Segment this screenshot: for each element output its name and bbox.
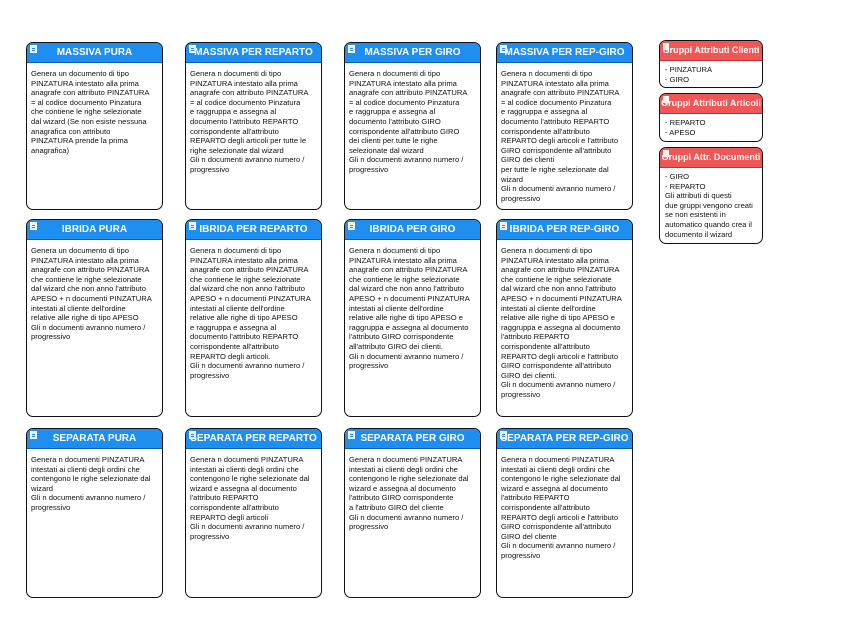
card-title: MASSIVA PER REPARTO bbox=[194, 47, 313, 58]
card-description: Genera n documenti di tipo PINZATURA int… bbox=[501, 69, 620, 203]
card-header: SEPARATA PER GIRO bbox=[345, 429, 480, 449]
card-header: IBRIDA PER GIRO bbox=[345, 220, 480, 240]
card-separata-per-reparto: SEPARATA PER REPARTO Genera n documenti … bbox=[185, 428, 322, 598]
card-massiva-per-giro: MASSIVA PER GIRO Genera n documenti di t… bbox=[344, 42, 481, 210]
group-items: PINZATURA GIRO bbox=[660, 61, 762, 87]
card-ibrida-per-giro: IBRIDA PER GIRO Genera n documenti di ti… bbox=[344, 219, 481, 417]
group-item: REPARTO bbox=[665, 182, 758, 192]
card-header: MASSIVA PURA bbox=[27, 43, 162, 63]
group-attributi-clienti: Gruppi Attributi Clienti PINZATURA GIRO bbox=[659, 40, 763, 88]
group-title: Gruppi Attributi Clienti bbox=[662, 45, 760, 55]
card-ibrida-per-reparto: IBRIDA PER REPARTO Genera n documenti di… bbox=[185, 219, 322, 417]
group-header: Gruppi Attributi Articoli bbox=[660, 94, 762, 114]
group-items: REPARTO APESO bbox=[660, 114, 762, 140]
card-header: IBRIDA PER REPARTO bbox=[186, 220, 321, 240]
card-description: Genera n documenti PINZATURA intestati a… bbox=[501, 455, 621, 560]
card-description: Genera n documenti PINZATURA intestati a… bbox=[349, 455, 469, 532]
document-icon bbox=[30, 222, 37, 230]
group-header: Gruppi Attr. Documenti bbox=[660, 148, 762, 168]
card-description: Genera n documenti di tipo PINZATURA int… bbox=[501, 246, 622, 399]
card-header: SEPARATA PURA bbox=[27, 429, 162, 449]
document-icon bbox=[189, 222, 196, 230]
card-massiva-per-reparto: MASSIVA PER REPARTO Genera n documenti d… bbox=[185, 42, 322, 210]
group-item: GIRO bbox=[665, 172, 758, 182]
card-title: IBRIDA PER GIRO bbox=[369, 224, 456, 235]
card-description: Genera n documenti di tipo PINZATURA int… bbox=[349, 246, 470, 371]
card-title: SEPARATA PER REPARTO bbox=[190, 433, 317, 444]
document-icon bbox=[189, 45, 196, 53]
card-title: MASSIVA PURA bbox=[56, 47, 133, 58]
card-separata-per-rep-giro: SEPARATA PER REP-GIRO Genera n documenti… bbox=[496, 428, 633, 598]
card-header: MASSIVA PER GIRO bbox=[345, 43, 480, 63]
group-item: REPARTO bbox=[665, 118, 758, 128]
document-icon bbox=[30, 431, 37, 439]
card-description: Genera n documenti di tipo PINZATURA int… bbox=[349, 69, 468, 174]
group-attr-documenti: Gruppi Attr. Documenti GIRO REPARTO Gli … bbox=[659, 147, 763, 244]
group-title: Gruppi Attr. Documenti bbox=[661, 152, 761, 162]
card-ibrida-pura: IBRIDA PURA Genera un documento di tipo … bbox=[26, 219, 163, 417]
document-icon bbox=[663, 150, 669, 157]
card-title: MASSIVA PER REP-GIRO bbox=[504, 47, 625, 58]
card-ibrida-per-rep-giro: IBRIDA PER REP-GIRO Genera n documenti d… bbox=[496, 219, 633, 417]
group-item: PINZATURA bbox=[665, 65, 758, 75]
card-separata-per-giro: SEPARATA PER GIRO Genera n documenti PIN… bbox=[344, 428, 481, 598]
card-description: Genera n documenti PINZATURA intestati a… bbox=[31, 455, 151, 512]
card-description: Genera n documenti di tipo PINZATURA int… bbox=[190, 69, 309, 174]
card-description: Genera un documento di tipo PINZATURA in… bbox=[31, 69, 150, 155]
card-title: IBRIDA PER REP-GIRO bbox=[509, 224, 620, 235]
document-icon bbox=[500, 45, 507, 53]
card-title: IBRIDA PER REPARTO bbox=[199, 224, 308, 235]
document-icon bbox=[348, 45, 355, 53]
card-header: SEPARATA PER REPARTO bbox=[186, 429, 321, 449]
card-massiva-pura: MASSIVA PURA Genera un documento di tipo… bbox=[26, 42, 163, 210]
group-items: GIRO REPARTO Gli attributi di questi due… bbox=[660, 168, 762, 242]
group-item: APESO bbox=[665, 128, 758, 138]
card-description: Genera n documenti di tipo PINZATURA int… bbox=[190, 246, 311, 380]
document-icon bbox=[348, 431, 355, 439]
card-description: Genera n documenti PINZATURA intestati a… bbox=[190, 455, 310, 541]
group-attributi-articoli: Gruppi Attributi Articoli REPARTO APESO bbox=[659, 93, 763, 142]
card-header: IBRIDA PER REP-GIRO bbox=[497, 220, 632, 240]
group-header: Gruppi Attributi Clienti bbox=[660, 41, 762, 61]
card-title: SEPARATA PER REP-GIRO bbox=[500, 433, 629, 444]
group-note: Gli attributi di questi due gruppi vengo… bbox=[665, 191, 753, 239]
document-icon bbox=[348, 222, 355, 230]
card-title: SEPARATA PURA bbox=[52, 433, 137, 444]
card-massiva-per-rep-giro: MASSIVA PER REP-GIRO Genera n documenti … bbox=[496, 42, 633, 210]
document-icon bbox=[189, 431, 196, 439]
card-title: IBRIDA PURA bbox=[61, 224, 128, 235]
document-icon bbox=[30, 45, 37, 53]
document-icon bbox=[663, 96, 669, 103]
document-icon bbox=[500, 431, 507, 439]
card-header: MASSIVA PER REP-GIRO bbox=[497, 43, 632, 63]
card-title: MASSIVA PER GIRO bbox=[364, 47, 461, 58]
card-header: MASSIVA PER REPARTO bbox=[186, 43, 321, 63]
card-header: SEPARATA PER REP-GIRO bbox=[497, 429, 632, 449]
group-title: Gruppi Attributi Articoli bbox=[661, 98, 761, 108]
document-icon bbox=[500, 222, 507, 230]
document-icon bbox=[663, 43, 669, 50]
card-description: Genera un documento di tipo PINZATURA in… bbox=[31, 246, 152, 342]
group-item: GIRO bbox=[665, 75, 758, 85]
card-title: SEPARATA PER GIRO bbox=[360, 433, 465, 444]
card-separata-pura: SEPARATA PURA Genera n documenti PINZATU… bbox=[26, 428, 163, 598]
card-header: IBRIDA PURA bbox=[27, 220, 162, 240]
